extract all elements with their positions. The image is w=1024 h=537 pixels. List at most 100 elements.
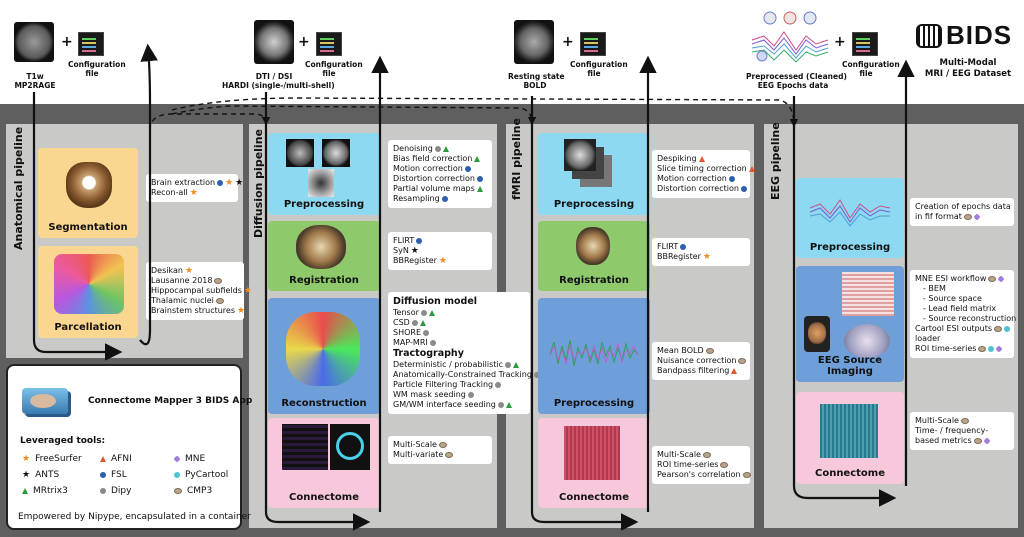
method-item: Hippocampal subfields★ (151, 286, 252, 296)
method-label: - Source reconstruction (923, 314, 1017, 323)
legend-tool-pycartool: PyCartool (174, 470, 228, 480)
method-item: - Source reconstruction (915, 314, 1016, 324)
stage-label: Reconstruction (281, 398, 367, 409)
method-item: ROI time-series (657, 460, 745, 470)
eeg-source-methods-card: MNE ESI workflow- BEM- Source space- Lea… (910, 270, 1016, 358)
card-heading: Diffusion model (393, 296, 478, 307)
fsl-tool-icon (728, 175, 735, 182)
method-label: Partial volume maps (393, 184, 475, 193)
cmp3-tool-icon (438, 441, 447, 448)
method-item: BBRegister★ (393, 256, 487, 266)
t1w-thumbnail (14, 22, 54, 62)
fsl-tool-icon (476, 175, 483, 182)
cmp3-tool-icon (742, 471, 751, 478)
method-label: Desikan (151, 266, 183, 275)
method-item: SHORE (393, 328, 525, 338)
legend-tool-label: MNE (185, 454, 206, 464)
afni-tool-icon (748, 165, 755, 172)
method-label: Brain extraction (151, 178, 216, 187)
method-label: based metrics (915, 436, 972, 445)
cmp3-tool-icon (445, 451, 454, 458)
method-label: - Lead field matrix (923, 304, 997, 313)
method-label: SHORE (393, 328, 422, 337)
method-item: Resampling (393, 194, 487, 204)
cmp3-tool-icon (973, 437, 982, 444)
method-item: - BEM (915, 284, 1009, 294)
freesurfer-tool-icon: ★ (184, 266, 194, 276)
cmp3-tool-icon (174, 487, 182, 494)
tools-title: Leveraged tools: (20, 436, 106, 446)
plus-icon: + (298, 34, 310, 50)
stage-label: Preprocessing (553, 199, 635, 210)
stage-diffusion-preprocessing: Preprocessing (268, 133, 380, 215)
method-item: Distortion correction (393, 174, 487, 184)
method-label: Nuisance correction (657, 356, 737, 365)
method-item: Multi-Scale (915, 416, 1009, 426)
ants-tool-icon: ★ (235, 178, 244, 188)
mrtrix-tool-icon (442, 145, 449, 152)
method-item: Cartool ESI outputs (915, 324, 1011, 334)
method-item: Deterministic / probabilistic (393, 360, 525, 370)
dipy-tool-icon (420, 309, 427, 316)
eeg-connectome-matrix-image (820, 404, 878, 458)
legend-tool-ants: ★ANTS (22, 470, 59, 480)
method-item: Thalamic nuclei (151, 296, 239, 306)
method-label: Brainstem structures (151, 306, 236, 315)
method-label: FLIRT (657, 242, 679, 251)
method-label: in fif format (915, 212, 962, 221)
stage-label: Parcellation (54, 322, 122, 333)
legend-tool-label: FreeSurfer (35, 454, 82, 464)
method-label: Pearson's correlation (657, 470, 741, 479)
freesurfer-tool-icon: ★ (702, 252, 711, 262)
stage-label: Registration (559, 275, 629, 286)
method-label: ROI time-series (915, 344, 977, 353)
method-label: Denoising (393, 144, 433, 153)
stage-label: Preprocessing (283, 199, 365, 210)
method-label: Motion correction (657, 174, 727, 183)
mrtrix-tool-icon (474, 155, 481, 162)
method-label: MNE ESI workflow (915, 274, 987, 283)
dti-thumbnail (254, 20, 294, 64)
mrtrix-tool-icon (419, 319, 426, 326)
cmp3-tool-icon (963, 213, 972, 220)
mrtrix-tool-icon (513, 361, 520, 368)
method-label: Multi-variate (393, 450, 444, 459)
method-item: MAP-MRI (393, 338, 525, 348)
method-label: Anatomically-Constrained Tracking (393, 370, 532, 379)
legend-tool-label: PyCartool (185, 470, 229, 480)
cmp3-tool-icon (702, 451, 711, 458)
parcellation-image (54, 254, 124, 314)
stage-eeg-source-imaging: EEG Source Imaging (796, 266, 904, 382)
fmri-connectome-matrix-image (564, 426, 620, 480)
mrtrix-tool-icon (505, 401, 512, 408)
method-item: Distortion correction (657, 184, 747, 194)
method-item: MNE ESI workflow (915, 274, 1009, 284)
method-item: Denoising (393, 144, 487, 154)
fsl-tool-icon (217, 179, 224, 186)
method-item: Recon-all★ (151, 188, 233, 198)
legend-tool-label: ANTS (35, 470, 60, 480)
method-item: Tensor (393, 308, 525, 318)
cmp3-tool-icon (705, 347, 714, 354)
plus-icon: + (834, 34, 846, 50)
fsl-tool-icon (680, 243, 687, 250)
method-label: GM/WM interface seeding (393, 400, 496, 409)
method-label: Recon-all (151, 188, 188, 197)
method-label: Resampling (393, 194, 440, 203)
freesurfer-tool-icon: ★ (237, 306, 246, 316)
method-label: Multi-Scale (393, 440, 437, 449)
eeg-epochs-plot (751, 11, 829, 63)
mrtrix-tool-icon (476, 185, 483, 192)
method-label: Slice timing correction (657, 164, 747, 173)
cmp3-tool-icon (988, 275, 997, 282)
